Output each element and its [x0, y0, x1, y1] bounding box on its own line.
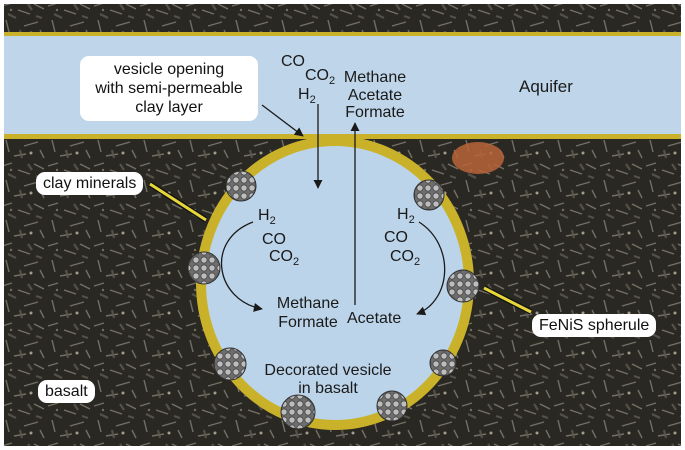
- clay-minerals-callout: clay minerals: [36, 172, 144, 195]
- left-co: CO: [262, 231, 286, 248]
- vesicle-opening-callout: vesicle opening with semi-permeable clay…: [80, 56, 258, 121]
- right-product-acetate: Acetate: [347, 310, 401, 327]
- right-co: CO: [384, 229, 408, 246]
- right-reaction-arrow: [416, 221, 446, 316]
- fenis-spherule: [429, 349, 457, 377]
- right-h2: H2: [397, 206, 415, 226]
- left-reaction-arrow: [220, 221, 263, 312]
- fenis-spherule-pointer: [483, 286, 532, 314]
- vesicle-caption-line-1: Decorated vesicle: [264, 362, 391, 379]
- fenis-spherule: [280, 394, 316, 430]
- left-h2: H2: [258, 207, 276, 227]
- right-co2: CO2: [390, 248, 420, 268]
- fenis-spherule: [225, 170, 257, 202]
- fenis-spherule: [187, 251, 221, 285]
- left-product-methane: Methane: [277, 295, 339, 312]
- inflow-h2: H2: [298, 86, 316, 106]
- outflow-formate: Formate: [345, 104, 405, 121]
- inflow-co: CO: [281, 53, 305, 70]
- basalt-callout: basalt: [38, 380, 95, 403]
- outflow-acetate: Acetate: [348, 87, 402, 104]
- vesicle-opening-line-1: vesicle opening: [113, 61, 225, 78]
- aquifer-clay-top: [4, 32, 681, 36]
- outflow-methane: Methane: [344, 69, 406, 86]
- vesicle-opening-line-2: with semi-permeable: [95, 80, 243, 97]
- clay-minerals-pointer: [149, 182, 207, 222]
- rock-inclusion: [452, 142, 504, 174]
- vesicle-caption-line-2: in basalt: [298, 380, 358, 397]
- fenis-spherule-callout: FeNiS spherule: [532, 314, 657, 337]
- left-product-formate: Formate: [278, 314, 338, 331]
- aquifer-label: Aquifer: [519, 77, 573, 96]
- left-co2: CO2: [269, 248, 299, 268]
- vesicle-opening-line-3: clay layer: [135, 99, 203, 116]
- fenis-spherule: [413, 179, 445, 211]
- vesicle-opening-pointer: [261, 104, 304, 137]
- inflow-co2: CO2: [305, 67, 335, 87]
- vesicle: [201, 141, 469, 425]
- fenis-spherule: [446, 269, 480, 303]
- fenis-spherule: [213, 347, 247, 381]
- fenis-spherule: [376, 390, 408, 422]
